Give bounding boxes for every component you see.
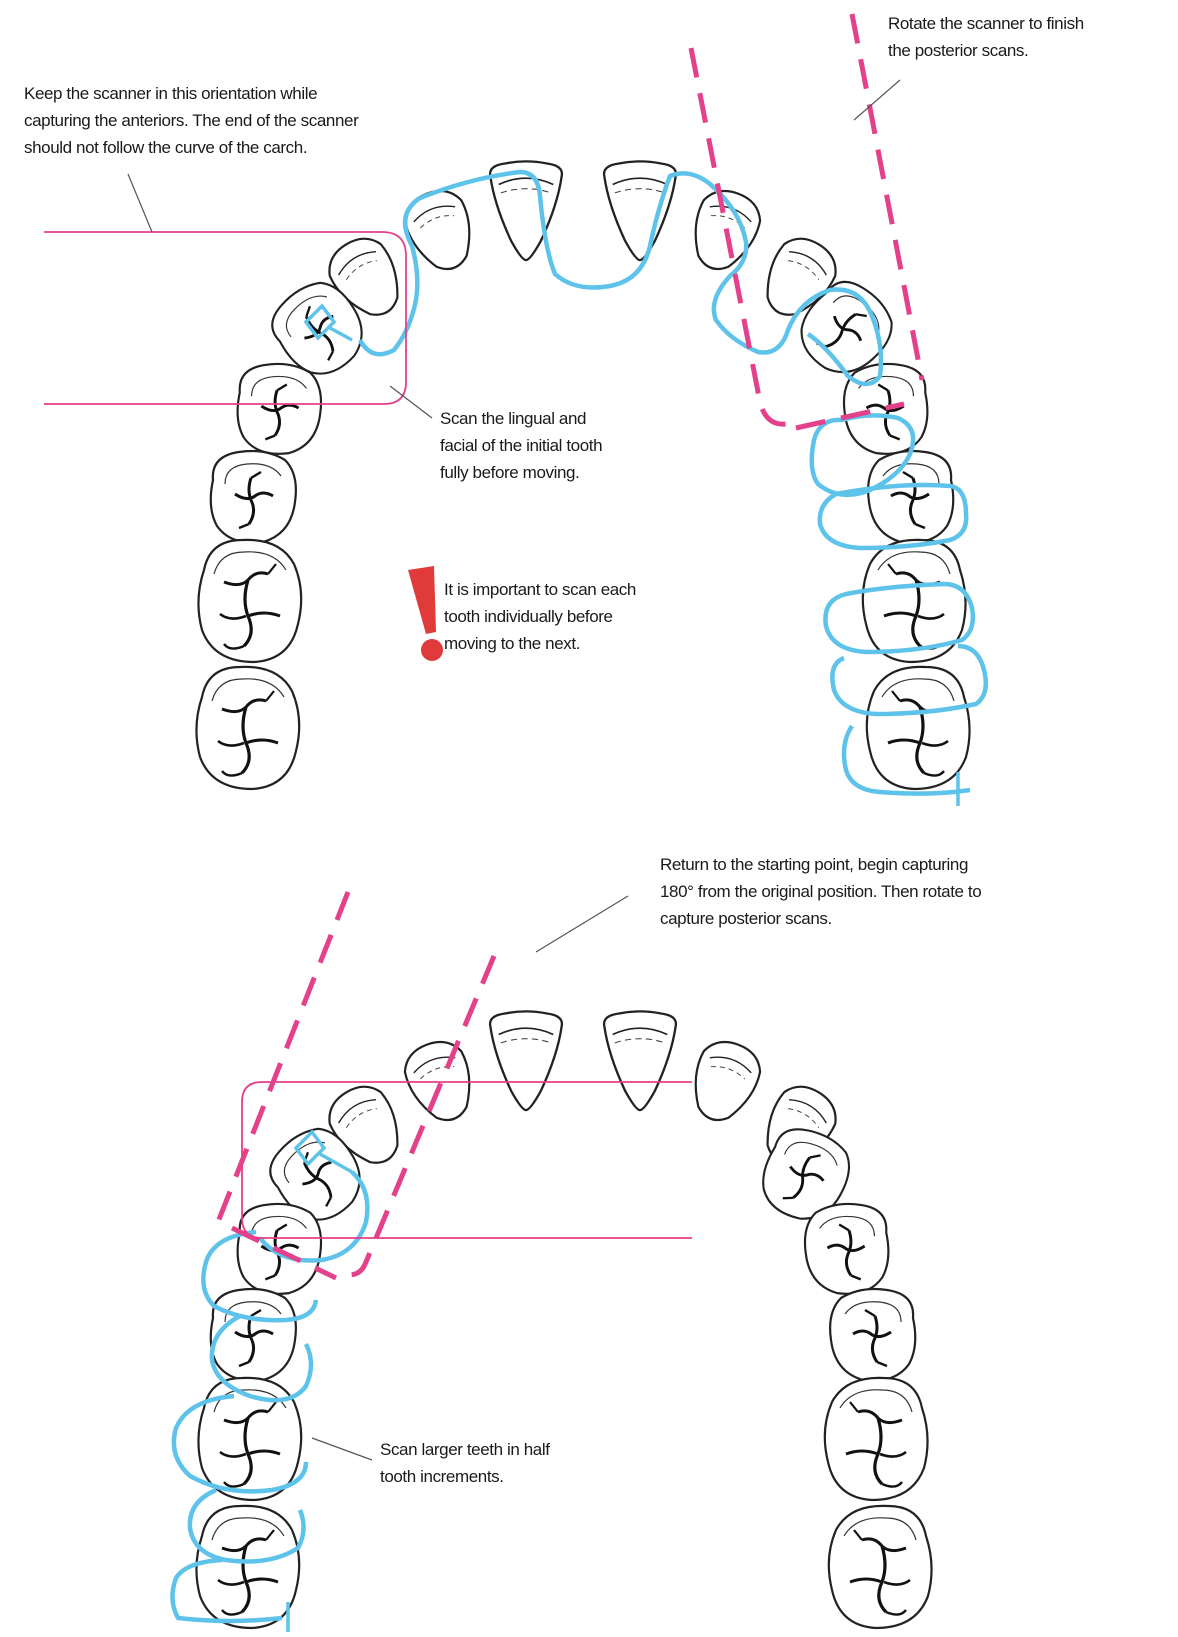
note-line: the posterior scans. [888, 41, 1029, 60]
upper-rotated-guide [688, 13, 925, 431]
exclamation-mark-icon [408, 566, 443, 661]
note-line: Scan the lingual and [440, 409, 587, 428]
note-half-tooth-increments: Scan larger teeth in half tooth incremen… [380, 1436, 550, 1490]
note-line: should not follow the curve of the carch… [24, 138, 308, 157]
scanner-tip-icon [303, 303, 353, 342]
note-rotate-scanner: Rotate the scanner to finish the posteri… [888, 10, 1084, 64]
note-line: Return to the starting point, begin capt… [660, 855, 969, 874]
note-scan-individually: It is important to scan each tooth indiv… [444, 576, 636, 657]
note-line: 180° from the original position. Then ro… [660, 882, 982, 901]
upper-scan-path [358, 169, 988, 806]
note-line: tooth individually before [444, 607, 613, 626]
note-scan-lingual-facial: Scan the lingual and facial of the initi… [440, 405, 603, 486]
note-line: fully before moving. [440, 463, 580, 482]
note-keep-orientation: Keep the scanner in this orientation whi… [24, 80, 359, 161]
upper-leader-lines [127, 79, 901, 419]
lower-arch-teeth [194, 1010, 934, 1630]
note-line: facial of the initial tooth [440, 436, 603, 455]
scanner-tip-icon-lower [293, 1129, 353, 1174]
note-line: Scan larger teeth in half [380, 1440, 550, 1459]
upper-orientation-guide [44, 231, 407, 405]
note-line: moving to the next. [444, 634, 581, 653]
lower-leader-lines [311, 895, 629, 1461]
note-line: Keep the scanner in this orientation whi… [24, 84, 318, 103]
note-line: tooth increments. [380, 1467, 504, 1486]
note-line: Rotate the scanner to finish [888, 14, 1084, 33]
note-return-starting-point: Return to the starting point, begin capt… [660, 851, 982, 932]
lower-rotated-guide [215, 891, 497, 1281]
note-line: It is important to scan each [444, 580, 636, 599]
note-line: capture posterior scans. [660, 909, 832, 928]
lower-scan-path [170, 1170, 370, 1632]
note-line: capturing the anteriors. The end of the … [24, 111, 359, 130]
